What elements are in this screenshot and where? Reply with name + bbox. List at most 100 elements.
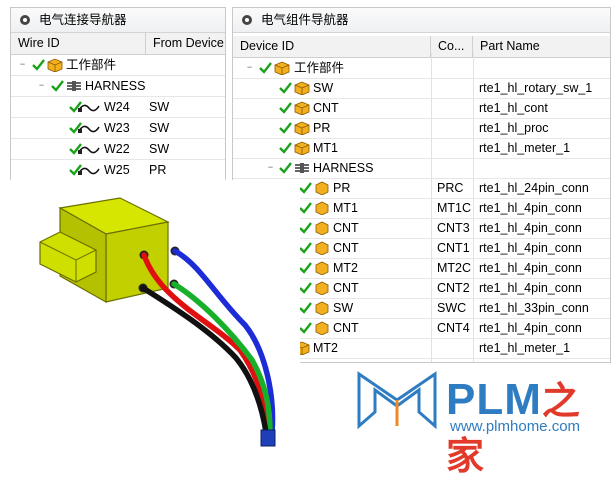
from-device: SW <box>149 100 170 114</box>
tree-row-device[interactable]: MT2 rte1_hl_meter_1 <box>233 338 610 359</box>
wire-blue <box>172 248 276 435</box>
connector-icon <box>315 281 329 295</box>
check-icon <box>279 162 292 174</box>
check-icon <box>279 82 292 94</box>
check-icon <box>69 101 82 113</box>
part-name: rte1_hl_4pin_conn <box>479 201 582 215</box>
navigator-icon <box>20 15 30 25</box>
device-id: CNT <box>333 321 359 335</box>
check-icon <box>69 122 82 134</box>
device-id: PR <box>313 121 331 135</box>
check-icon <box>279 122 292 134</box>
part-name: rte1_hl_24pin_conn <box>479 181 589 195</box>
device-code: MT1C <box>437 201 472 215</box>
check-icon <box>279 142 292 154</box>
device-code: CNT4 <box>437 321 470 335</box>
device-id: SW <box>333 301 354 315</box>
connector-icon <box>315 241 329 255</box>
device-code: CNT2 <box>437 281 470 295</box>
collapse-icon[interactable]: − <box>246 62 253 72</box>
connector-icon <box>315 201 329 215</box>
device-id: PR <box>333 181 351 195</box>
check-icon <box>259 62 272 74</box>
device-code: PRC <box>437 181 464 195</box>
tree-row-connector[interactable]: MT1 MT1C rte1_hl_4pin_conn <box>233 198 610 219</box>
harness-icon <box>67 81 81 91</box>
wire-icon <box>78 146 100 154</box>
tree-label: 工作部件 <box>294 61 345 75</box>
device-id: MT1 <box>333 201 358 215</box>
column-header-device-id[interactable]: Device ID <box>233 36 431 57</box>
wire-icon <box>78 125 100 133</box>
column-header-wire-id[interactable]: Wire ID <box>11 33 146 54</box>
terminal-block <box>260 429 276 447</box>
device-id: CNT <box>333 241 359 255</box>
tree-row-wire[interactable]: W22 SW <box>11 139 225 160</box>
tree-row-work-part[interactable]: − 工作部件 <box>233 58 610 79</box>
connector-icon <box>315 261 329 275</box>
plm-url: www.plmhome.com <box>450 418 581 435</box>
check-icon <box>299 262 312 274</box>
wire-id: W23 <box>104 121 130 135</box>
device-navigator-header: Device ID Co... Part Name <box>233 36 610 58</box>
tree-row-connector[interactable]: CNT CNT1 rte1_hl_4pin_conn <box>233 238 610 259</box>
column-header-part-name[interactable]: Part Name <box>480 39 540 53</box>
tree-row-device[interactable]: PR rte1_hl_proc <box>233 118 610 139</box>
tree-row-harness[interactable]: − HARNESS <box>233 158 610 179</box>
part-icon <box>47 58 63 72</box>
wire-navigator-header: Wire ID From Device <box>11 33 225 55</box>
tree-row-wire[interactable]: W25 PR <box>11 160 225 181</box>
wire-id: W25 <box>104 163 130 177</box>
part-icon <box>274 61 290 75</box>
column-header-code[interactable]: Co... <box>431 36 473 57</box>
tree-row-device[interactable]: CNT rte1_hl_cont <box>233 98 610 119</box>
wire-green <box>171 281 273 435</box>
tree-row-connector[interactable]: CNT CNT2 rte1_hl_4pin_conn <box>233 278 610 299</box>
device-code: CNT1 <box>437 241 470 255</box>
tree-row-device[interactable]: MT1 rte1_hl_meter_1 <box>233 138 610 159</box>
tree-row-connector[interactable]: MT2 MT2C rte1_hl_4pin_conn <box>233 258 610 279</box>
check-icon <box>32 59 45 71</box>
tree-row-wire[interactable]: W23 SW <box>11 118 225 139</box>
navigator-icon <box>242 15 252 25</box>
wire-id: W24 <box>104 100 130 114</box>
part-name: rte1_hl_4pin_conn <box>479 261 582 275</box>
tree-row-connector[interactable]: SW SWC rte1_hl_33pin_conn <box>233 298 610 319</box>
part-name: rte1_hl_cont <box>479 101 548 115</box>
part-name: rte1_hl_33pin_conn <box>479 301 589 315</box>
component-icon <box>294 121 310 135</box>
part-name: rte1_hl_4pin_conn <box>479 321 582 335</box>
check-icon <box>299 182 312 194</box>
connector-icon <box>315 221 329 235</box>
tree-row-connector[interactable]: CNT CNT3 rte1_hl_4pin_conn <box>233 218 610 239</box>
tree-row-harness[interactable]: − HARNESS <box>11 76 225 97</box>
tree-row-connector[interactable]: PR PRC rte1_hl_24pin_conn <box>233 178 610 199</box>
tree-row-connector[interactable]: CNT CNT4 rte1_hl_4pin_conn <box>233 318 610 339</box>
device-id: MT2 <box>333 261 358 275</box>
connector-icon <box>315 301 329 315</box>
wire-black <box>140 285 269 435</box>
check-icon <box>51 80 64 92</box>
collapse-icon[interactable]: − <box>267 162 274 172</box>
device-id: CNT <box>333 221 359 235</box>
collapse-icon[interactable]: − <box>38 80 45 90</box>
part-name: rte1_hl_proc <box>479 121 549 135</box>
column-divider <box>431 53 432 362</box>
connector-latch <box>39 231 97 283</box>
wire-navigator-title-text: 电气连接导航器 <box>39 13 127 27</box>
part-name: rte1_hl_meter_1 <box>479 141 571 155</box>
tree-row-wire[interactable]: W24 SW <box>11 97 225 118</box>
check-icon <box>279 102 292 114</box>
plm-brand-latin: PLM <box>446 375 542 424</box>
tree-row-work-part[interactable]: − 工作部件 <box>11 55 225 76</box>
tree-row-device[interactable]: SW rte1_hl_rotary_sw_1 <box>233 78 610 99</box>
device-id: CNT <box>313 101 339 115</box>
wire-icon <box>78 104 100 112</box>
part-name: rte1_hl_4pin_conn <box>479 221 582 235</box>
device-code: SWC <box>437 301 467 315</box>
collapse-icon[interactable]: − <box>19 59 26 69</box>
device-code: MT2C <box>437 261 472 275</box>
column-header-from-device[interactable]: From Device <box>146 33 225 54</box>
check-icon <box>299 242 312 254</box>
check-icon <box>299 282 312 294</box>
